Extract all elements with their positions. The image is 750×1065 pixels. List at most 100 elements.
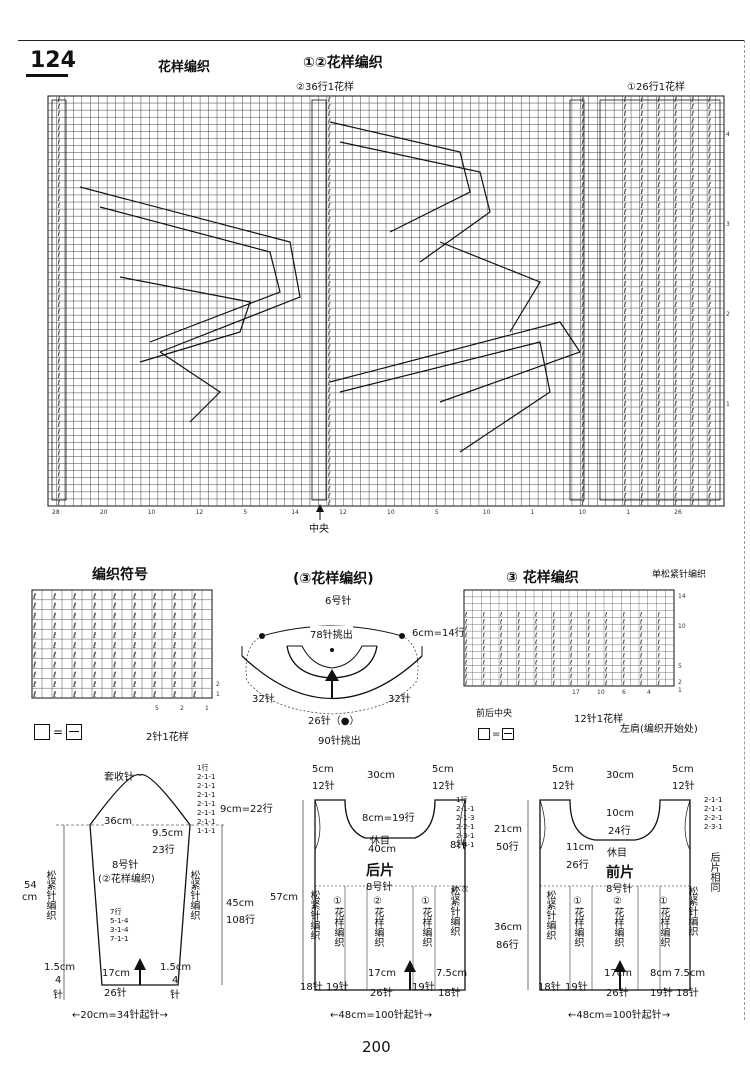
svg-text:ℓ: ℓ	[640, 478, 644, 486]
svg-text:ℓ: ℓ	[327, 421, 331, 429]
svg-text:ℓ: ℓ	[690, 153, 694, 161]
svg-text:ℓ: ℓ	[673, 223, 677, 231]
svg-text:ℓ: ℓ	[640, 322, 644, 330]
svg-text:ℓ: ℓ	[552, 666, 555, 673]
svg-text:ℓ: ℓ	[657, 611, 660, 618]
svg-text:ℓ: ℓ	[327, 266, 331, 274]
svg-text:ℓ: ℓ	[464, 625, 467, 632]
svg-text:ℓ: ℓ	[673, 259, 677, 267]
legend-box-purl	[66, 724, 83, 740]
svg-text:ℓ: ℓ	[56, 464, 60, 472]
svg-text:ℓ: ℓ	[327, 181, 331, 189]
svg-text:ℓ: ℓ	[656, 153, 660, 161]
svg-text:ℓ: ℓ	[92, 670, 96, 679]
sleeve-right-top: 9cm=22行	[220, 804, 273, 815]
chart3-title: ③ 花样编织	[506, 570, 579, 586]
svg-text:ℓ: ℓ	[656, 280, 660, 288]
tick-label: 26	[674, 509, 682, 516]
svg-text:ℓ: ℓ	[690, 478, 694, 486]
svg-text:ℓ: ℓ	[327, 280, 331, 288]
svg-text:ℓ: ℓ	[673, 492, 677, 500]
svg-text:ℓ: ℓ	[690, 322, 694, 330]
svg-text:ℓ: ℓ	[56, 146, 60, 154]
svg-text:ℓ: ℓ	[673, 450, 677, 458]
back-col-rib: 松紧针编织	[308, 890, 319, 940]
svg-text:ℓ: ℓ	[327, 414, 331, 422]
svg-text:ℓ: ℓ	[327, 478, 331, 486]
svg-text:ℓ: ℓ	[622, 625, 625, 632]
svg-text:ℓ: ℓ	[192, 592, 196, 601]
svg-text:ℓ: ℓ	[132, 641, 136, 650]
svg-text:ℓ: ℓ	[32, 621, 36, 630]
svg-text:ℓ: ℓ	[327, 351, 331, 359]
svg-text:ℓ: ℓ	[656, 372, 660, 380]
svg-text:ℓ: ℓ	[580, 421, 584, 429]
svg-text:ℓ: ℓ	[640, 216, 644, 224]
svg-text:ℓ: ℓ	[587, 639, 590, 646]
svg-text:ℓ: ℓ	[534, 639, 537, 646]
svg-text:ℓ: ℓ	[580, 237, 584, 245]
svg-text:ℓ: ℓ	[656, 407, 660, 415]
svg-text:ℓ: ℓ	[580, 351, 584, 359]
svg-text:ℓ: ℓ	[623, 471, 627, 479]
svg-text:ℓ: ℓ	[623, 209, 627, 217]
svg-text:ℓ: ℓ	[580, 188, 584, 196]
svg-text:ℓ: ℓ	[707, 273, 711, 281]
svg-text:ℓ: ℓ	[534, 632, 537, 639]
svg-text:ℓ: ℓ	[639, 632, 642, 639]
svg-text:ℓ: ℓ	[673, 499, 677, 507]
svg-text:ℓ: ℓ	[673, 280, 677, 288]
svg-text:ℓ: ℓ	[656, 209, 660, 217]
svg-text:ℓ: ℓ	[623, 400, 627, 408]
svg-text:ℓ: ℓ	[580, 209, 584, 217]
svg-text:ℓ: ℓ	[152, 661, 156, 670]
svg-text:ℓ: ℓ	[623, 237, 627, 245]
svg-text:ℓ: ℓ	[132, 592, 136, 601]
tick-label: 14	[678, 593, 686, 600]
svg-text:ℓ: ℓ	[707, 245, 711, 253]
svg-text:ℓ: ℓ	[172, 592, 176, 601]
svg-text:ℓ: ℓ	[639, 673, 642, 680]
svg-text:ℓ: ℓ	[640, 131, 644, 139]
svg-text:ℓ: ℓ	[640, 103, 644, 111]
svg-text:ℓ: ℓ	[640, 146, 644, 154]
svg-text:ℓ: ℓ	[623, 485, 627, 493]
svg-text:ℓ: ℓ	[327, 294, 331, 302]
svg-text:ℓ: ℓ	[327, 379, 331, 387]
svg-text:ℓ: ℓ	[623, 301, 627, 309]
svg-text:ℓ: ℓ	[56, 216, 60, 224]
svg-text:ℓ: ℓ	[657, 673, 660, 680]
svg-text:ℓ: ℓ	[623, 457, 627, 465]
svg-text:ℓ: ℓ	[56, 174, 60, 182]
svg-text:ℓ: ℓ	[623, 464, 627, 472]
svg-text:ℓ: ℓ	[640, 308, 644, 316]
svg-text:ℓ: ℓ	[707, 202, 711, 210]
svg-text:ℓ: ℓ	[580, 400, 584, 408]
svg-text:ℓ: ℓ	[464, 673, 467, 680]
svg-text:ℓ: ℓ	[707, 103, 711, 111]
svg-text:ℓ: ℓ	[534, 646, 537, 653]
svg-text:ℓ: ℓ	[72, 592, 76, 601]
svg-text:ℓ: ℓ	[52, 641, 56, 650]
svg-text:ℓ: ℓ	[56, 478, 60, 486]
svg-text:ℓ: ℓ	[690, 301, 694, 309]
front-shoulder-r: 5cm	[672, 764, 694, 775]
sleeve-cuff-left-n: 4	[55, 975, 62, 986]
svg-text:ℓ: ℓ	[690, 237, 694, 245]
svg-text:ℓ: ℓ	[673, 393, 677, 401]
svg-text:ℓ: ℓ	[656, 322, 660, 330]
svg-text:ℓ: ℓ	[56, 195, 60, 203]
svg-text:ℓ: ℓ	[534, 673, 537, 680]
svg-text:ℓ: ℓ	[580, 442, 584, 450]
svg-text:ℓ: ℓ	[327, 407, 331, 415]
svg-text:ℓ: ℓ	[690, 131, 694, 139]
sleeve-dec-lines: 7行 5-1-4 3-1-4 7-1-1	[110, 908, 129, 943]
front-mid2: 26行	[566, 860, 589, 871]
svg-text:ℓ: ℓ	[56, 329, 60, 337]
svg-text:ℓ: ℓ	[690, 435, 694, 443]
svg-text:ℓ: ℓ	[640, 492, 644, 500]
svg-text:ℓ: ℓ	[707, 421, 711, 429]
sleeve-center-cm: 17cm	[102, 968, 130, 979]
svg-text:ℓ: ℓ	[656, 181, 660, 189]
